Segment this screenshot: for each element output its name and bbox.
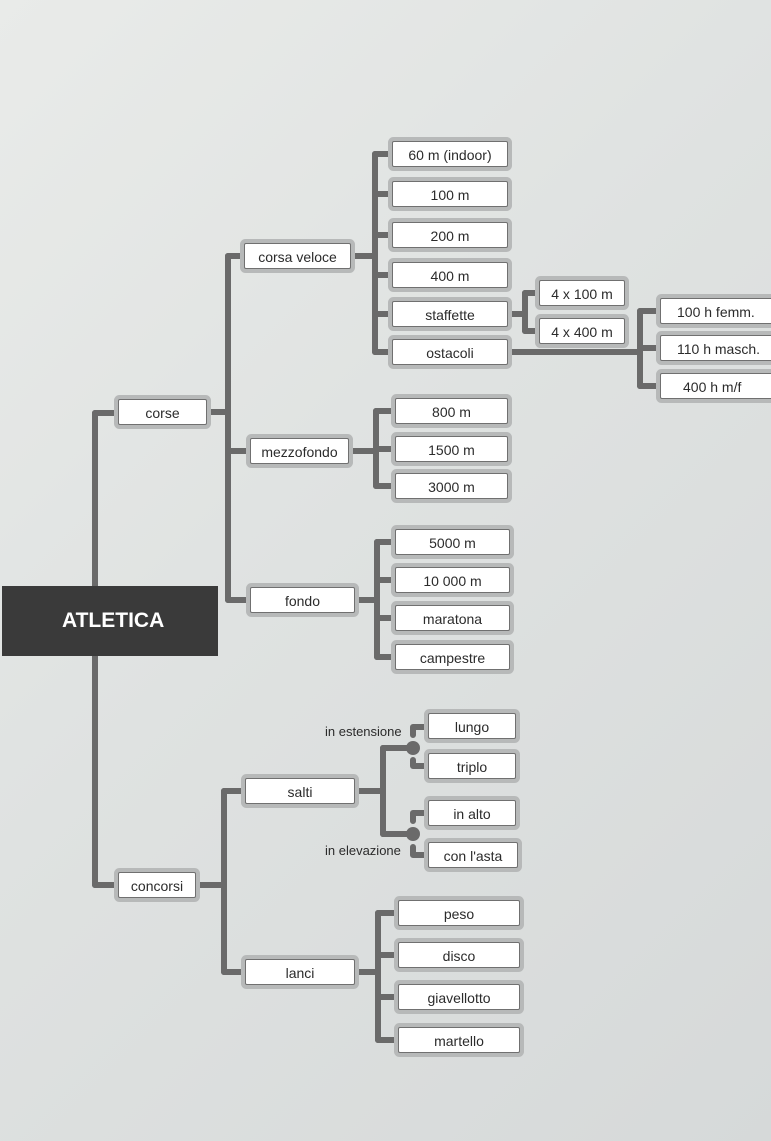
- leaf-3000m: 3000 m: [395, 473, 508, 499]
- leaf-disco: disco: [398, 942, 520, 968]
- leaf-ostacoli: ostacoli: [392, 339, 508, 365]
- leaf-campestre: campestre: [395, 644, 510, 670]
- root-node-atletica: ATLETICA: [2, 586, 218, 656]
- leaf-peso: peso: [398, 900, 520, 926]
- leaf-200m: 200 m: [392, 222, 508, 248]
- node-lanci: lanci: [245, 959, 355, 985]
- leaf-400m: 400 m: [392, 262, 508, 288]
- node-mezzofondo: mezzofondo: [250, 438, 349, 464]
- node-concorsi: concorsi: [118, 872, 196, 898]
- leaf-giavellotto: giavellotto: [398, 984, 520, 1010]
- label-in-elevazione: in elevazione: [325, 843, 401, 858]
- junction-dot-elevazione: [406, 827, 420, 841]
- leaf-100m: 100 m: [392, 181, 508, 207]
- node-corsa-veloce: corsa veloce: [244, 243, 351, 269]
- leaf-5000m: 5000 m: [395, 529, 510, 555]
- leaf-triplo: triplo: [428, 753, 516, 779]
- leaf-lungo: lungo: [428, 713, 516, 739]
- junction-dot-estensione: [406, 741, 420, 755]
- label-in-estensione: in estensione: [325, 724, 402, 739]
- leaf-maratona: maratona: [395, 605, 510, 631]
- leaf-in-alto: in alto: [428, 800, 516, 826]
- leaf-4x100m: 4 x 100 m: [539, 280, 625, 306]
- leaf-60m-indoor: 60 m (indoor): [392, 141, 508, 167]
- leaf-400h-mf: 400 h m/f: [660, 373, 771, 399]
- leaf-martello: martello: [398, 1027, 520, 1053]
- leaf-con-lasta: con l'asta: [428, 842, 518, 868]
- node-fondo: fondo: [250, 587, 355, 613]
- leaf-staffette: staffette: [392, 301, 508, 327]
- leaf-4x400m: 4 x 400 m: [539, 318, 625, 344]
- node-corse: corse: [118, 399, 207, 425]
- node-salti: salti: [245, 778, 355, 804]
- leaf-800m: 800 m: [395, 398, 508, 424]
- leaf-100h-femm: 100 h femm.: [660, 298, 771, 324]
- leaf-1500m: 1500 m: [395, 436, 508, 462]
- leaf-10000m: 10 000 m: [395, 567, 510, 593]
- leaf-110h-masch: 110 h masch.: [660, 335, 771, 361]
